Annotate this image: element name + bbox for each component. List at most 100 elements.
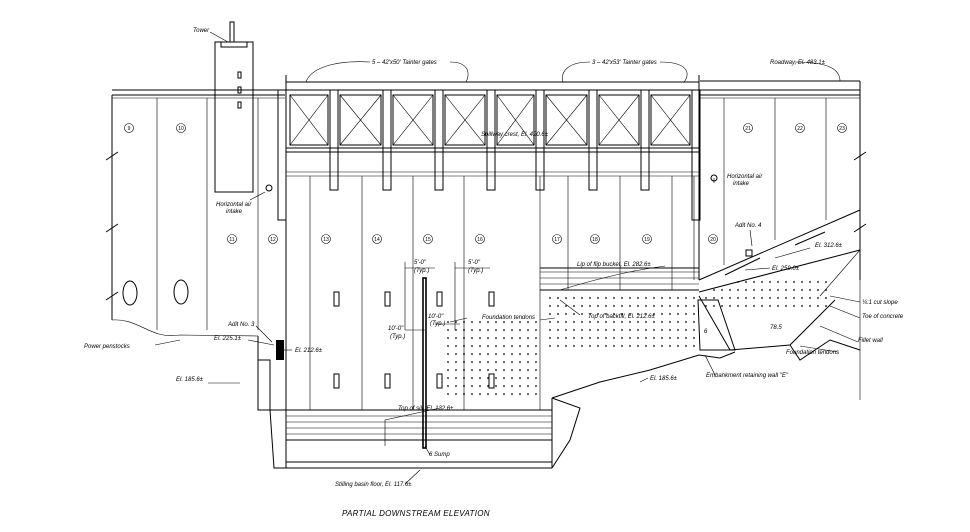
tendon-dot [487,361,489,363]
tendon-dot [463,393,465,395]
tendon-dot [669,345,671,347]
tendon-dot [455,337,457,339]
tendon-dot [761,305,763,307]
tendon-dot [669,297,671,299]
tendon-dot [713,305,715,307]
tendon-dot [613,337,615,339]
monolith-number: 22 [797,126,803,132]
tendon-dot [605,313,607,315]
tendon-dot [677,345,679,347]
tendon-dot [495,321,497,323]
monolith-circle [423,234,433,244]
label-dim-10-b: 10'-0" [388,326,404,332]
tendon-dot [511,321,513,323]
tendon-dot [621,305,623,307]
tendon-dot [503,377,505,379]
tendon-dot [753,281,755,283]
monolith-number: 10 [178,126,184,132]
tendon-dot [519,385,521,387]
tendon-dot [721,297,723,299]
tendon-dot [535,361,537,363]
label-embankment-wall: Embankment retaining wall "E" [706,373,789,379]
tendon-dot [605,321,607,323]
tendon-dot [809,281,811,283]
label-el-312: El. 312.6± [815,243,843,249]
tendon-dot [557,345,559,347]
tendon-dot [455,345,457,347]
tendon-dot [495,385,497,387]
tendon-dot [669,329,671,331]
tendon-dot [495,345,497,347]
tendon-dot [793,297,795,299]
tendon-dot [661,345,663,347]
tendon-dot [573,313,575,315]
tendon-dot [573,297,575,299]
tendon-dot [605,305,607,307]
tendon-dot [447,369,449,371]
tendon-dot [527,377,529,379]
tendon-dot [519,345,521,347]
label-dim-5-b-typ: (Typ.) [468,268,483,274]
tendon-dot [729,305,731,307]
tendon-dot [713,297,715,299]
label-air-intake-left: Horizontal air [216,202,252,208]
tendon-dot [535,377,537,379]
tendon-dot [645,321,647,323]
drawing-caption: PARTIAL DOWNSTREAM ELEVATION [342,509,490,518]
tendon-dot [637,337,639,339]
tendon-dot [519,361,521,363]
tendon-dot [745,289,747,291]
tendon-dot [753,297,755,299]
tendon-dot [737,281,739,283]
tendon-dot [809,297,811,299]
tendon-dot [677,313,679,315]
tendon-dot [535,353,537,355]
tendon-dot [581,305,583,307]
tendon-dot [825,297,827,299]
tendon-dot [589,297,591,299]
tendon-dot [661,305,663,307]
tendon-dot [581,297,583,299]
monolith-circle [552,234,562,244]
tendon-dot [589,313,591,315]
monolith-circle [372,234,382,244]
tendon-dot [661,329,663,331]
tendon-dot [463,345,465,347]
tendon-dot [801,289,803,291]
label-top-of-backfill: Top of backfill, El. 212.6± [588,314,655,320]
gallery-openings [333,277,495,449]
air-intake-left [265,184,273,192]
foundation-tendon-dots [447,281,827,395]
tendon-dot [613,313,615,315]
label-fillet-wall: Fillet wall [858,338,883,344]
tendon-dot [519,369,521,371]
tendon-dot [597,337,599,339]
tendon-dot [605,345,607,347]
tendon-dot [511,393,513,395]
label-tainter-right: 3 – 42'x53' Tainter gates [592,60,657,66]
tendon-dot [487,377,489,379]
tendon-dot [669,313,671,315]
tendon-dot [661,321,663,323]
label-dim-6: 6 [704,329,708,335]
tendon-dot [629,345,631,347]
tendon-dot [463,353,465,355]
tendon-dot [487,337,489,339]
tendon-dot [487,369,489,371]
tendon-dot [817,305,819,307]
tendon-dot [519,393,521,395]
tendon-dot [519,329,521,331]
tendon-dot [793,305,795,307]
monolith-circle [475,234,485,244]
tendon-dot [669,321,671,323]
tendon-dot [471,369,473,371]
label-roadway: Roadway, El. 483.1± [770,60,826,66]
tendon-dot [637,305,639,307]
tendon-dot [447,377,449,379]
tendon-dot [613,305,615,307]
tendon-dot [487,321,489,323]
tendon-dot [629,305,631,307]
label-stilling-basin-floor: Stilling basin floor, El. 117.6± [335,482,412,488]
tendon-dot [549,329,551,331]
